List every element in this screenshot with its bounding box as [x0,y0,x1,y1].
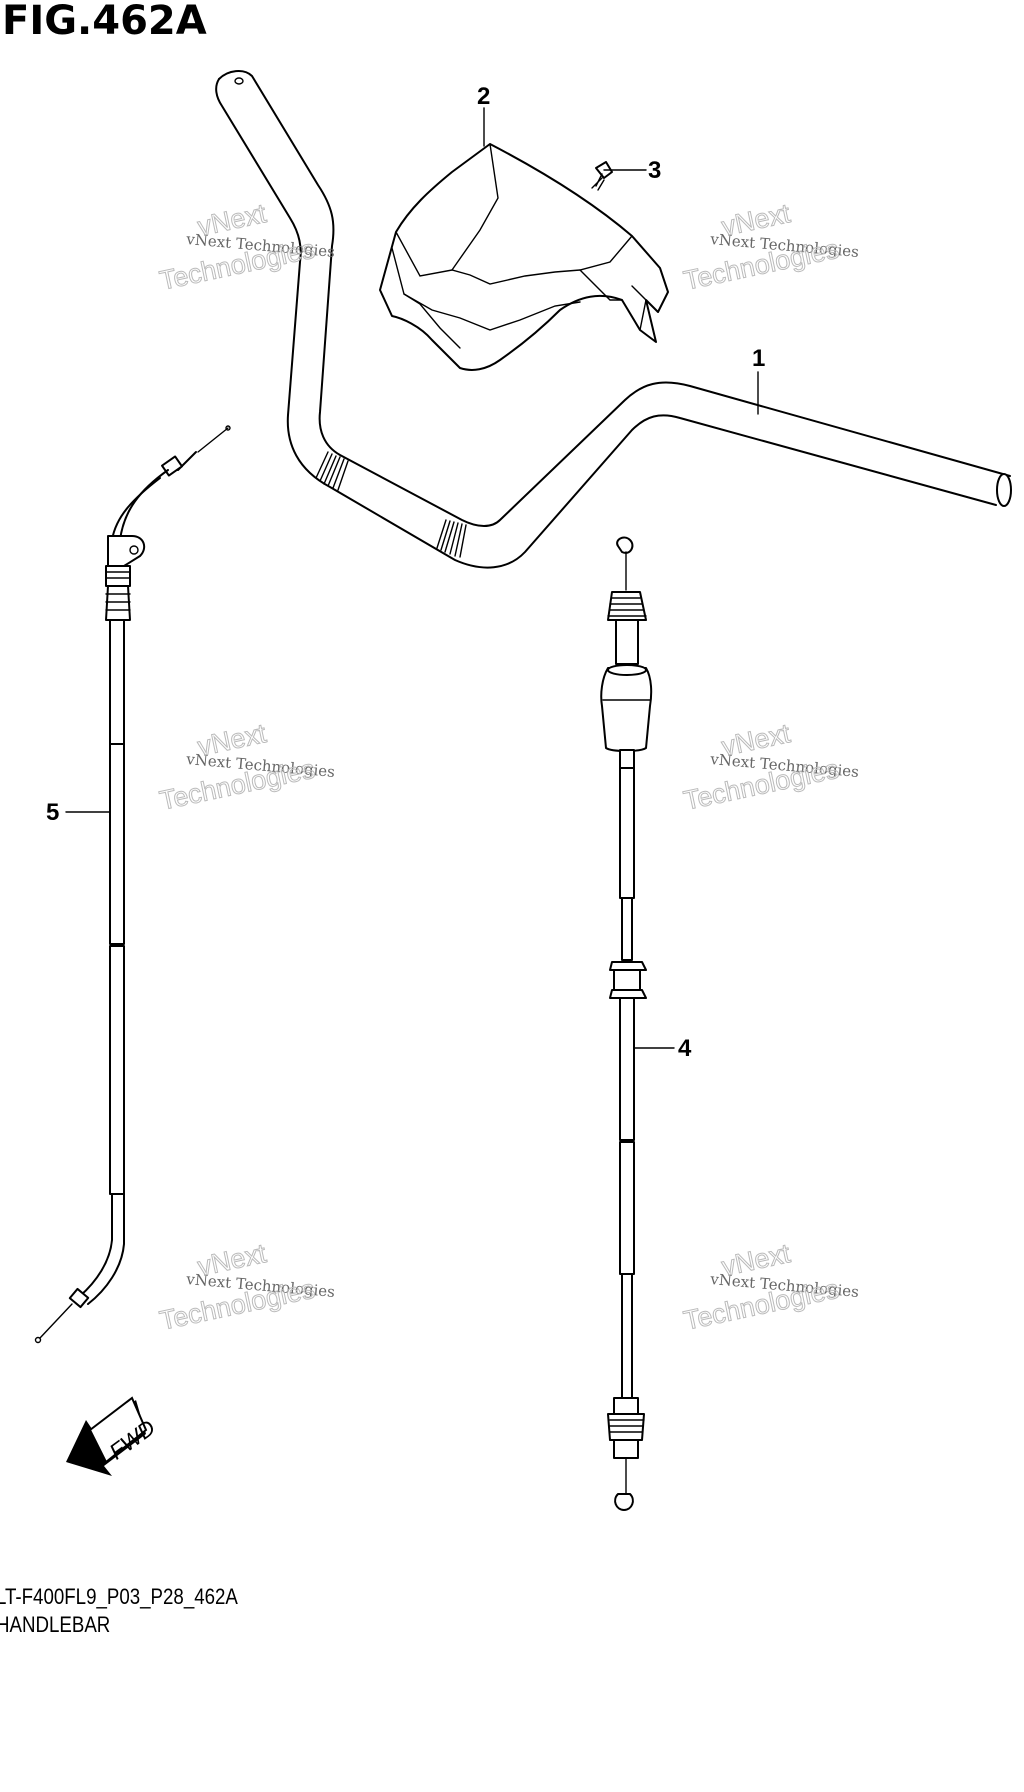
figure-title: FIG.462A [2,0,207,44]
fwd-arrow-icon: FWD [66,1396,160,1476]
callout-4: 4 [633,1035,692,1062]
svg-text:5: 5 [46,799,59,826]
watermark-bottom-left: vNext Technologies vNext Technologies [157,1238,336,1337]
model-code-caption: LT-F400FL9_P03_P28_462A [0,1584,238,1609]
svg-text:2: 2 [477,83,490,110]
svg-text:1: 1 [752,345,765,372]
cable-part-4[interactable] [600,536,653,1511]
watermark-mid-right: vNext Technologies vNext Technologies [681,718,860,817]
watermark-top-right: vNext Technologies vNext Technologies [681,198,860,297]
handlebar-part-1[interactable] [215,70,1012,569]
cable-part-5[interactable] [34,425,231,1344]
watermark-top-left: vNext Technologies vNext Technologies [157,198,336,297]
callout-5: 5 [46,799,111,826]
callout-3: 3 [603,157,661,184]
screw-part-3[interactable] [591,161,613,191]
handlebar-cover-part-2[interactable] [379,143,669,371]
section-name-caption: HANDLEBAR [0,1612,111,1637]
svg-text:4: 4 [678,1035,692,1062]
callout-1: 1 [752,345,765,415]
callout-2: 2 [477,83,490,147]
watermark-bottom-right: vNext Technologies vNext Technologies [681,1238,860,1337]
watermark-mid-left: vNext Technologies vNext Technologies [157,718,336,817]
svg-text:3: 3 [648,157,661,184]
